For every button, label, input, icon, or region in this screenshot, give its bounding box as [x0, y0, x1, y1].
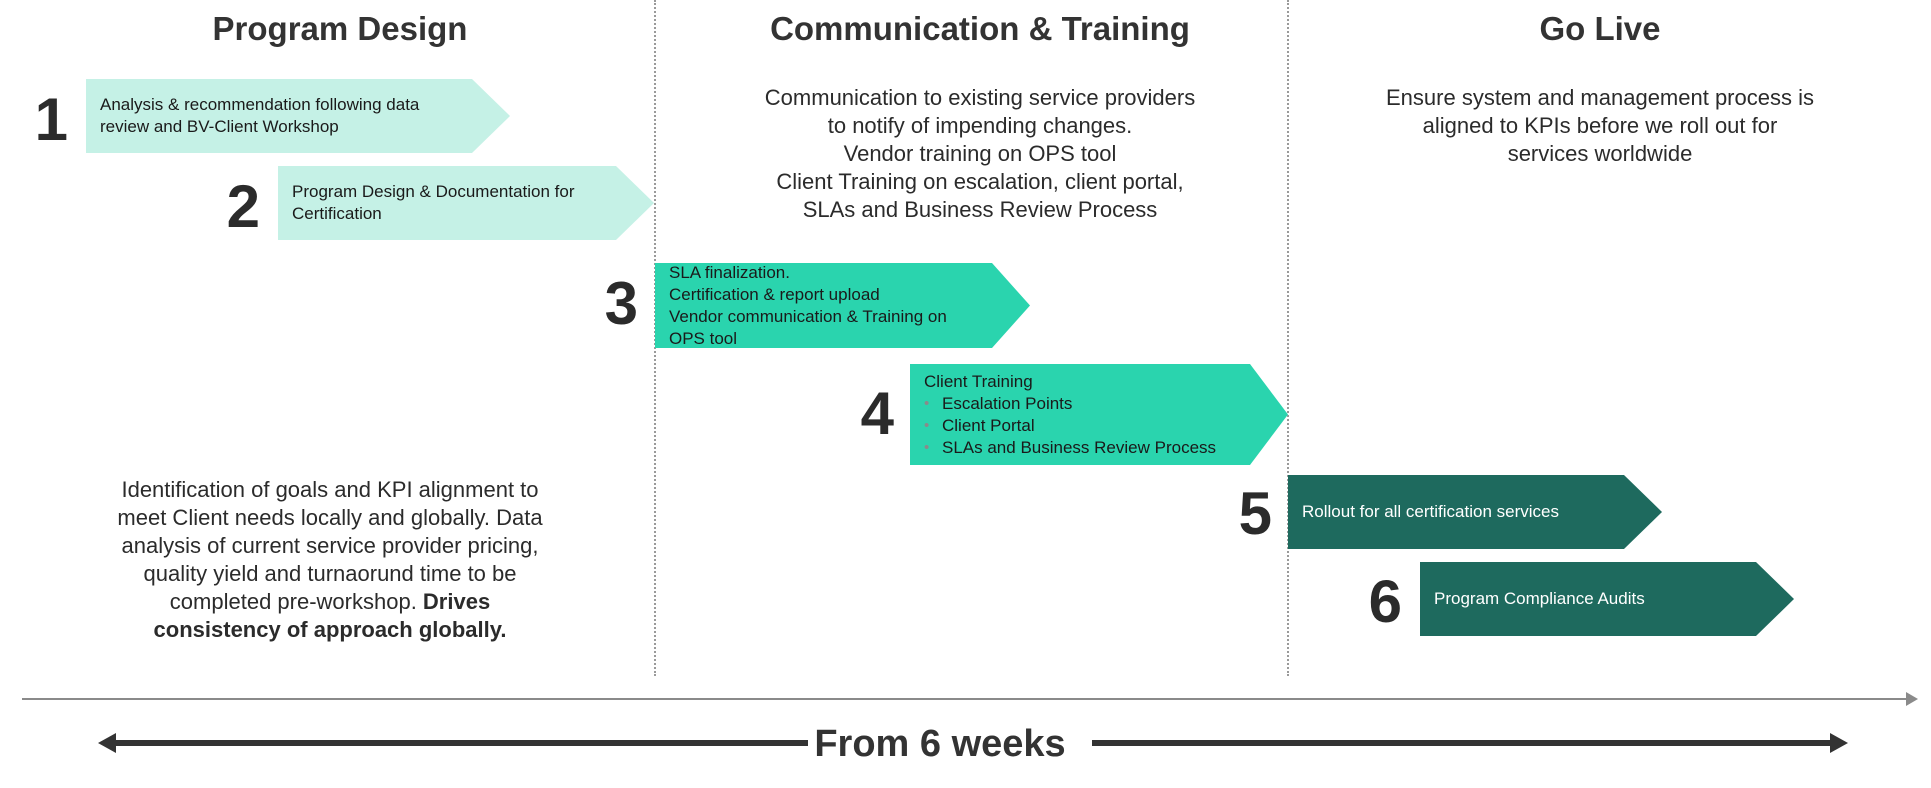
description-line: analysis of current service provider pri… [121, 533, 539, 558]
description-line: completed pre-workshop. Drives [80, 588, 580, 616]
step-number-4: 4 [860, 380, 894, 447]
arrow-right-icon [1830, 733, 1848, 753]
phase-title-communication-training: Communication & Training [770, 10, 1190, 47]
step-text-line: Analysis & recommendation following data [100, 95, 420, 114]
description-line: SLAs and Business Review Process [802, 197, 1158, 222]
description-emphasis: consistency of approach globally. [153, 617, 507, 642]
duration-line-left [112, 740, 808, 746]
step-number-6: 6 [1368, 568, 1402, 635]
description-line: quality yield and turnaorund time to be [143, 561, 517, 586]
step-4-arrow: Client Training Escalation Points Client… [910, 364, 1288, 465]
description-text: completed pre-workshop. [169, 589, 423, 614]
phase-title-go-live: Go Live [1539, 10, 1661, 47]
description-line: Identification of goals and KPI alignmen… [121, 477, 539, 502]
arrow-left-icon [98, 733, 116, 753]
timeline-axis [22, 698, 1912, 700]
step-number-3: 3 [604, 270, 638, 337]
program-design-description: Identification of goals and KPI alignmen… [80, 476, 580, 644]
description-line: Communication to existing service provid… [764, 85, 1196, 110]
step-bullet-item: SLAs and Business Review Process [924, 437, 1246, 459]
description-line: meet Client needs locally and globally. … [117, 505, 543, 530]
step-number-2: 2 [226, 173, 260, 240]
description-line: aligned to KPIs before we roll out for [1422, 113, 1778, 138]
step-number-5: 5 [1238, 480, 1272, 547]
step-text-line: Rollout for all certification services [1302, 502, 1559, 521]
step-bullet-item: Escalation Points [924, 393, 1246, 415]
step-text-line: SLA finalization. [669, 262, 790, 282]
description-line: to notify of impending changes. [827, 113, 1133, 138]
phase-divider [1287, 0, 1289, 676]
step-number-1: 1 [34, 86, 68, 153]
description-line: Client Training on escalation, client po… [776, 169, 1184, 194]
step-text-line: Vendor communication & Training on [669, 306, 947, 326]
description-line: Vendor training on OPS tool [843, 141, 1117, 166]
step-5-arrow: Rollout for all certification services [1288, 475, 1662, 549]
step-text-line: OPS tool [669, 328, 738, 348]
step-1-arrow: Analysis & recommendation following data… [86, 79, 510, 153]
description-line: services worldwide [1507, 141, 1693, 166]
timeline-arrowhead-icon [1906, 692, 1918, 706]
phase-title-program-design: Program Design [212, 10, 468, 47]
step-text-line: Program Compliance Audits [1434, 589, 1645, 608]
step-text-line: Program Design & Documentation for [292, 182, 575, 201]
step-6-arrow: Program Compliance Audits [1420, 562, 1794, 636]
description-line: Ensure system and management process is [1386, 85, 1814, 110]
go-live-description: Ensure system and management process is … [1340, 84, 1860, 168]
communication-training-description: Communication to existing service provid… [700, 84, 1260, 224]
duration-label: From 6 weeks [814, 723, 1066, 765]
step-text-line: review and BV-Client Workshop [100, 117, 339, 136]
step-text-line: Client Training [924, 371, 1033, 391]
step-3-arrow: SLA finalization. Certification & report… [655, 263, 1030, 348]
step-text-line: Certification [292, 204, 382, 223]
duration-line-right [1092, 740, 1834, 746]
step-bullet-item: Client Portal [924, 415, 1246, 437]
description-emphasis: Drives [422, 589, 491, 614]
step-text-line: Certification & report upload [669, 284, 880, 304]
step-2-arrow: Program Design & Documentation for Certi… [278, 166, 654, 240]
